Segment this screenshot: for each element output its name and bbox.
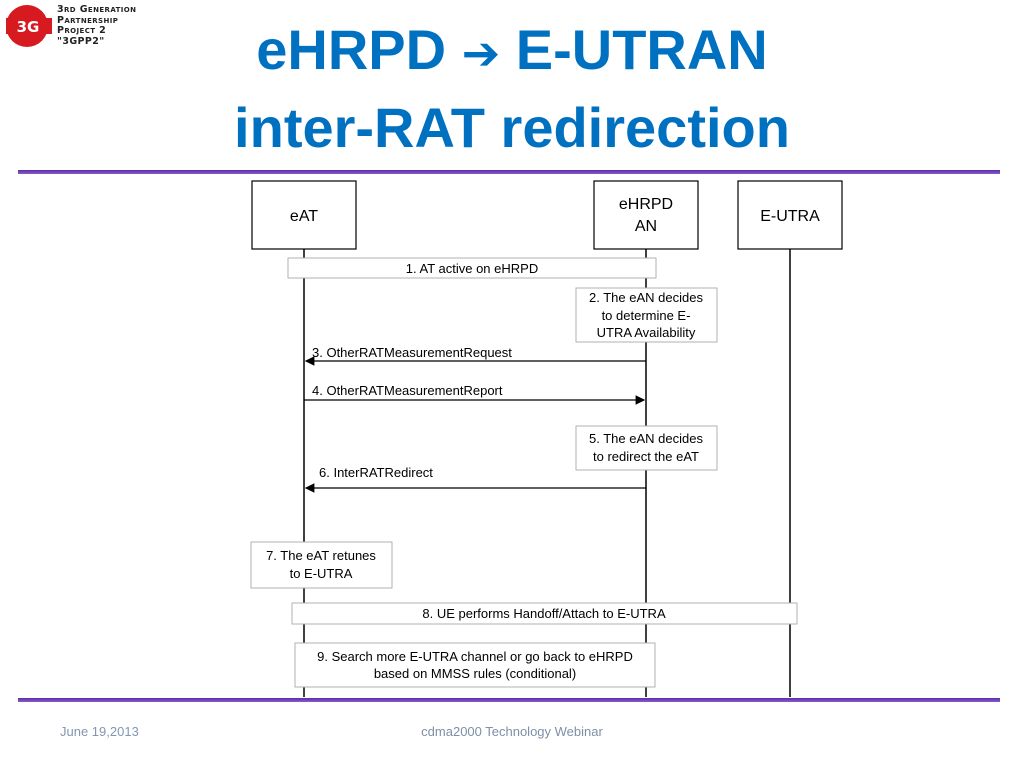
3gpp2-logo: 3G 3rd Generation Partnership Project 2 … — [3, 3, 163, 49]
step-3-message: 3. OtherRATMeasurementRequest — [304, 345, 646, 366]
step-8-label: 8. UE performs Handoff/Attach to E-UTRA — [422, 606, 666, 621]
step-6-message: 6. InterRATRedirect — [304, 465, 646, 493]
step-9-line-1: 9. Search more E-UTRA channel or go back… — [317, 649, 633, 664]
footer-date: June 19,2013 — [60, 724, 139, 739]
logo-line: Partnership — [57, 14, 119, 26]
step-5-box: 5. The eAN decides to redirect the eAT — [575, 425, 718, 471]
step-7-line-2: to E-UTRA — [290, 566, 353, 581]
step-3-label: 3. OtherRATMeasurementRequest — [312, 345, 512, 360]
step-2-line-3: UTRA Availability — [597, 325, 696, 340]
step-2-line-2: to determine E- — [602, 308, 691, 323]
step-8-box: 8. UE performs Handoff/Attach to E-UTRA — [291, 602, 798, 625]
right-arrow-icon: ➔ — [461, 26, 501, 80]
entity-ehrpd-label-1: eHRPD — [619, 196, 673, 213]
3g-badge-icon: 3G — [6, 5, 52, 47]
logo-line: Project 2 — [57, 25, 107, 36]
title-source: eHRPD — [256, 18, 447, 81]
entity-eat: eAT — [251, 180, 357, 250]
step-2-line-1: 2. The eAN decides — [589, 290, 703, 305]
slide-title-line1: eHRPD ➔ E-UTRAN — [0, 18, 1024, 85]
step-7-box: 7. The eAT retunes to E-UTRA — [250, 541, 393, 589]
step-4-message: 4. OtherRATMeasurementReport — [304, 383, 646, 405]
step-4-label: 4. OtherRATMeasurementReport — [312, 383, 503, 398]
step-1-label: 1. AT active on eHRPD — [406, 261, 538, 276]
logo-badge-text: 3G — [17, 18, 40, 36]
title-target: E-UTRAN — [515, 18, 768, 81]
entity-eutra: E-UTRA — [737, 180, 843, 250]
step-7-line-1: 7. The eAT retunes — [266, 548, 376, 563]
logo-line: 3rd Generation — [57, 4, 137, 15]
step-9-box: 9. Search more E-UTRA channel or go back… — [294, 642, 656, 688]
step-5-line-1: 5. The eAN decides — [589, 431, 703, 446]
entity-ehrpd-label-2: AN — [635, 218, 657, 235]
step-1-box: 1. AT active on eHRPD — [287, 257, 657, 279]
footer-title: cdma2000 Technology Webinar — [421, 724, 603, 739]
slide-title-line2: inter-RAT redirection — [234, 96, 790, 159]
step-2-box: 2. The eAN decides to determine E- UTRA … — [575, 287, 718, 343]
top-divider — [18, 170, 1000, 174]
step-6-label: 6. InterRATRedirect — [319, 465, 433, 480]
step-5-line-2: to redirect the eAT — [593, 449, 699, 464]
logo-line: "3GPP2" — [57, 35, 105, 47]
entity-ehrpd-an: eHRPD AN — [593, 180, 699, 250]
entity-eutra-label: E-UTRA — [760, 208, 820, 225]
step-9-line-2: based on MMSS rules (conditional) — [374, 666, 576, 681]
logo-wordmark: 3rd Generation Partnership Project 2 "3G… — [57, 4, 137, 47]
bottom-divider — [18, 698, 1000, 702]
entity-eat-label: eAT — [290, 208, 318, 225]
